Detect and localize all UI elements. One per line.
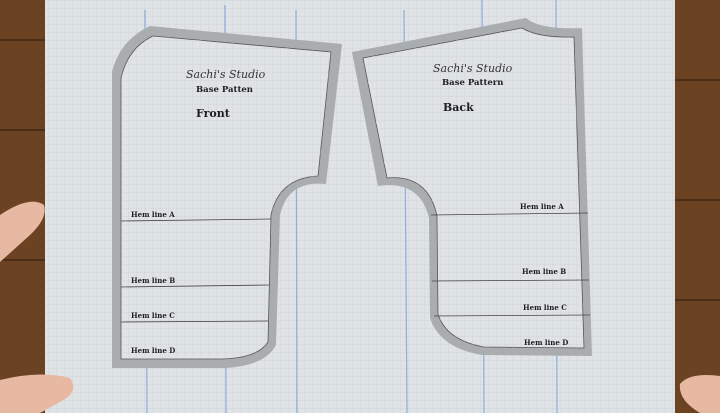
front-hem-label-b: Hem line B: [131, 276, 175, 285]
hands: [0, 201, 720, 413]
back-hem-label-a: Hem line A: [520, 202, 564, 211]
front-hem-label-a: Hem line A: [131, 210, 175, 219]
back-subtitle: Base Pattern: [442, 78, 503, 88]
back-hem-label-d: Hem line D: [524, 338, 568, 347]
back-pattern-piece: Sachi's Studio Base Pattern Back Hem lin…: [352, 18, 592, 356]
front-title: Front: [196, 107, 231, 120]
front-subtitle: Base Patten: [196, 85, 253, 95]
front-hem-label-c: Hem line C: [131, 311, 175, 320]
front-pattern-piece: Sachi's Studio Base Patten Front Hem lin…: [112, 26, 342, 368]
back-hem-label-c: Hem line C: [523, 303, 567, 312]
back-hem-label-b: Hem line B: [522, 267, 566, 276]
front-hem-label-d: Hem line D: [131, 346, 175, 355]
back-studio-logo: Sachi's Studio: [433, 62, 513, 75]
front-studio-logo: Sachi's Studio: [186, 68, 266, 81]
back-title: Back: [443, 101, 474, 114]
